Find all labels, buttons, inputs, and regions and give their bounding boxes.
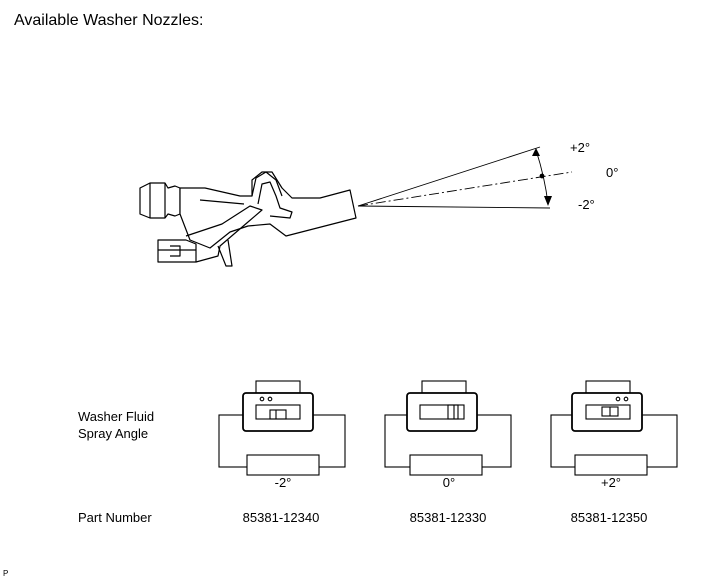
column-angle-3: +2° <box>600 475 622 490</box>
spray-angle-label-line2: Spray Angle <box>78 426 149 441</box>
column-angle-1: -2° <box>274 475 292 490</box>
angle-label-plus2: +2° <box>570 140 591 155</box>
nozzle-front-view-zero <box>384 380 512 476</box>
nozzle-front-view-minus2 <box>218 380 346 476</box>
spray-angle-lines <box>357 146 573 209</box>
part-number-1: 85381-12340 <box>242 510 320 525</box>
part-number-2: 85381-12330 <box>409 510 487 525</box>
angle-label-zero: 0° <box>606 165 619 180</box>
page-title: Available Washer Nozzles: <box>14 12 204 29</box>
nozzle-side-view <box>139 171 357 267</box>
part-number-row-label: Part Number <box>78 510 152 525</box>
spray-angle-label-line1: Washer Fluid <box>78 409 155 424</box>
corner-mark: P <box>3 569 9 578</box>
spray-angle-row-label: Washer Fluid Spray Angle <box>78 408 154 442</box>
part-number-3: 85381-12350 <box>570 510 648 525</box>
angle-label-minus2: -2° <box>578 197 595 212</box>
column-angle-2: 0° <box>442 475 456 490</box>
nozzle-front-view-plus2 <box>550 380 678 476</box>
